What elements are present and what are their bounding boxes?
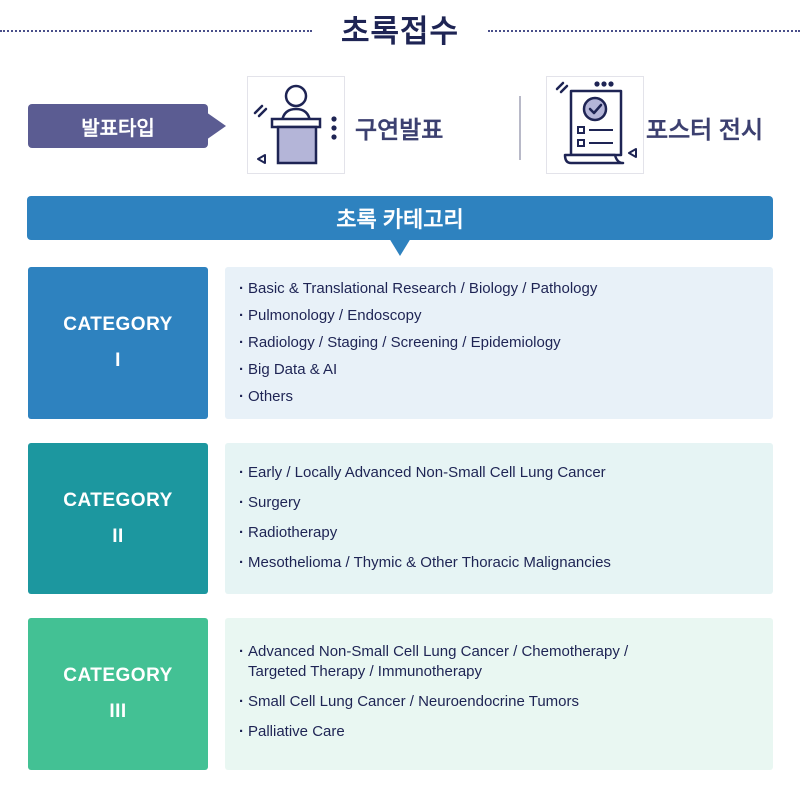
title-row: 초록접수 [0,0,800,60]
list-item: Early / Locally Advanced Non-Small Cell … [239,463,773,483]
list-item: Small Cell Lung Cancer / Neuroendocrine … [239,692,773,712]
poster-checklist-icon [546,76,644,174]
category-1-label: CATEGORY I [28,267,208,419]
list-item: Radiology / Staging / Screening / Epidem… [239,333,773,353]
category-label-text: CATEGORY [63,489,173,511]
list-item: Others [239,387,773,407]
category-3-label: CATEGORY III [28,618,208,770]
list-item: Advanced Non-Small Cell Lung Cancer / Ch… [239,642,679,682]
podium-speaker-icon [247,76,345,174]
dotted-divider-left [0,30,312,32]
banner-down-arrow [389,238,411,256]
category-3-topics: Advanced Non-Small Cell Lung Cancer / Ch… [225,618,773,770]
list-item: Mesothelioma / Thymic & Other Thoracic M… [239,553,773,573]
oral-presentation-label: 구연발표 [355,117,444,144]
category-numeral: III [109,701,127,722]
category-label-text: CATEGORY [63,665,173,686]
list-item: Radiotherapy [239,523,773,543]
category-label-text: CATEGORY [63,314,173,335]
list-item: Basic & Translational Research / Biology… [239,279,773,299]
category-2-topics: Early / Locally Advanced Non-Small Cell … [225,443,773,594]
list-item: Big Data & AI [239,360,773,380]
category-numeral: I [115,350,121,371]
category-1-topics: Basic & Translational Research / Biology… [225,267,773,419]
list-item: Pulmonology / Endoscopy [239,306,773,326]
abstract-category-banner: 초록 카테고리 [27,196,773,240]
dotted-divider-right [488,30,800,32]
poster-presentation-label: 포스터 전시 [646,117,764,144]
list-item: Surgery [239,493,773,513]
presentation-type-arrow [206,112,226,140]
category-2-label: CATEGORY II [28,443,208,594]
presentation-type-label: 발표타입 [28,104,208,148]
page-title: 초록접수 [340,14,460,49]
list-item: Palliative Care [239,722,773,742]
category-numeral: II [112,525,124,547]
type-divider [519,96,521,160]
